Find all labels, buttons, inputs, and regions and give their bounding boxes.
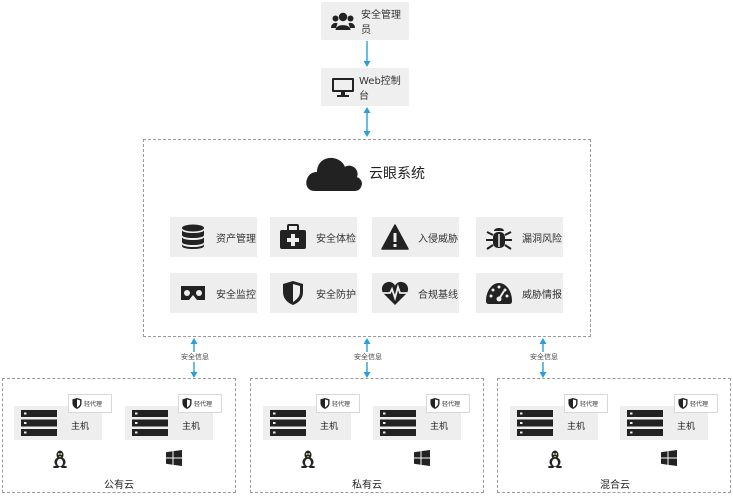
module-label: 漏洞风险 [522, 233, 562, 245]
windows-icon [661, 450, 677, 466]
server-icon [627, 410, 663, 440]
module-label: 威胁情报 [522, 289, 562, 301]
link-label: 安全信息 [353, 352, 383, 362]
agent-badge: 轻代理 [68, 394, 112, 413]
admin-console-arrow [363, 41, 371, 67]
module-label: 安全防护 [316, 289, 356, 301]
agent-badge: 轻代理 [564, 394, 608, 413]
agent-label: 轻代理 [690, 401, 709, 408]
host-label: 主机 [182, 422, 201, 432]
agent-label: 轻代理 [332, 401, 351, 408]
speedometer-icon [484, 278, 514, 308]
host-label: 主机 [320, 422, 339, 432]
system-frame [143, 139, 591, 337]
agent-label: 轻代理 [580, 401, 599, 408]
host-box[interactable]: 主机 [620, 406, 708, 440]
agent-badge: 轻代理 [674, 394, 718, 413]
cloud-name: 私有云 [352, 480, 382, 491]
module-label: 安全监控 [216, 289, 256, 301]
windows-icon [166, 450, 182, 466]
host-label: 主机 [430, 422, 449, 432]
server-icon [132, 410, 168, 440]
agent-badge: 轻代理 [426, 394, 470, 413]
module-security-checkup[interactable]: 安全体检 [270, 217, 357, 257]
cloud-icon [305, 151, 363, 193]
medical-kit-icon [278, 222, 308, 252]
module-compliance-baseline[interactable]: 合规基线 [372, 273, 459, 313]
module-label: 安全体检 [316, 233, 356, 245]
heartbeat-icon [380, 278, 410, 308]
cloud-frame-public [2, 378, 236, 493]
users-icon [331, 9, 355, 33]
cloud-frame-private [250, 378, 484, 493]
module-vulnerability-risk[interactable]: 漏洞风险 [476, 217, 563, 257]
cloud-frame-hybrid [497, 378, 731, 493]
module-asset-management[interactable]: 资产管理 [170, 217, 257, 257]
server-icon [21, 410, 57, 440]
host-label: 主机 [677, 422, 696, 432]
host-label: 主机 [567, 422, 586, 432]
monitor-icon [331, 75, 355, 99]
module-label: 入侵威胁 [418, 233, 458, 245]
agent-label: 轻代理 [84, 401, 103, 408]
console-system-arrow [363, 107, 371, 137]
link-label: 安全信息 [529, 352, 559, 362]
console-box: Web控制台 [321, 68, 409, 106]
database-icon [178, 222, 208, 252]
cloud-name: 混合云 [600, 480, 630, 491]
linux-icon [547, 450, 563, 469]
module-label: 资产管理 [216, 233, 256, 245]
linux-icon [300, 450, 316, 469]
server-icon [380, 410, 416, 440]
vr-glasses-icon [178, 278, 208, 308]
warning-icon [380, 222, 410, 252]
system-title: 云眼系统 [369, 166, 425, 182]
console-label: Web控制台 [359, 76, 401, 102]
host-label: 主机 [71, 422, 90, 432]
host-box[interactable]: 主机 [125, 406, 213, 440]
windows-icon [414, 450, 430, 466]
agent-badge: 轻代理 [316, 394, 360, 413]
server-icon [270, 410, 306, 440]
admin-box: 安全管理员 [321, 2, 409, 40]
shield-icon [320, 397, 330, 410]
cloud-name: 公有云 [104, 480, 134, 491]
shield-icon [568, 397, 578, 410]
link-label: 安全信息 [180, 352, 210, 362]
module-intrusion-threat[interactable]: 入侵威胁 [372, 217, 459, 257]
admin-label: 安全管理员 [361, 10, 401, 36]
module-threat-intelligence[interactable]: 威胁情报 [476, 273, 563, 313]
shield-icon [678, 397, 688, 410]
module-security-monitoring[interactable]: 安全监控 [170, 273, 257, 313]
module-security-protection[interactable]: 安全防护 [270, 273, 357, 313]
shield-icon [182, 397, 192, 410]
shield-icon [430, 397, 440, 410]
shield-icon [278, 278, 308, 308]
module-label: 合规基线 [418, 289, 458, 301]
agent-badge: 轻代理 [178, 394, 222, 413]
bug-icon [484, 222, 514, 252]
linux-icon [52, 450, 68, 469]
agent-label: 轻代理 [442, 401, 461, 408]
agent-label: 轻代理 [194, 401, 213, 408]
shield-icon [72, 397, 82, 410]
server-icon [517, 410, 553, 440]
